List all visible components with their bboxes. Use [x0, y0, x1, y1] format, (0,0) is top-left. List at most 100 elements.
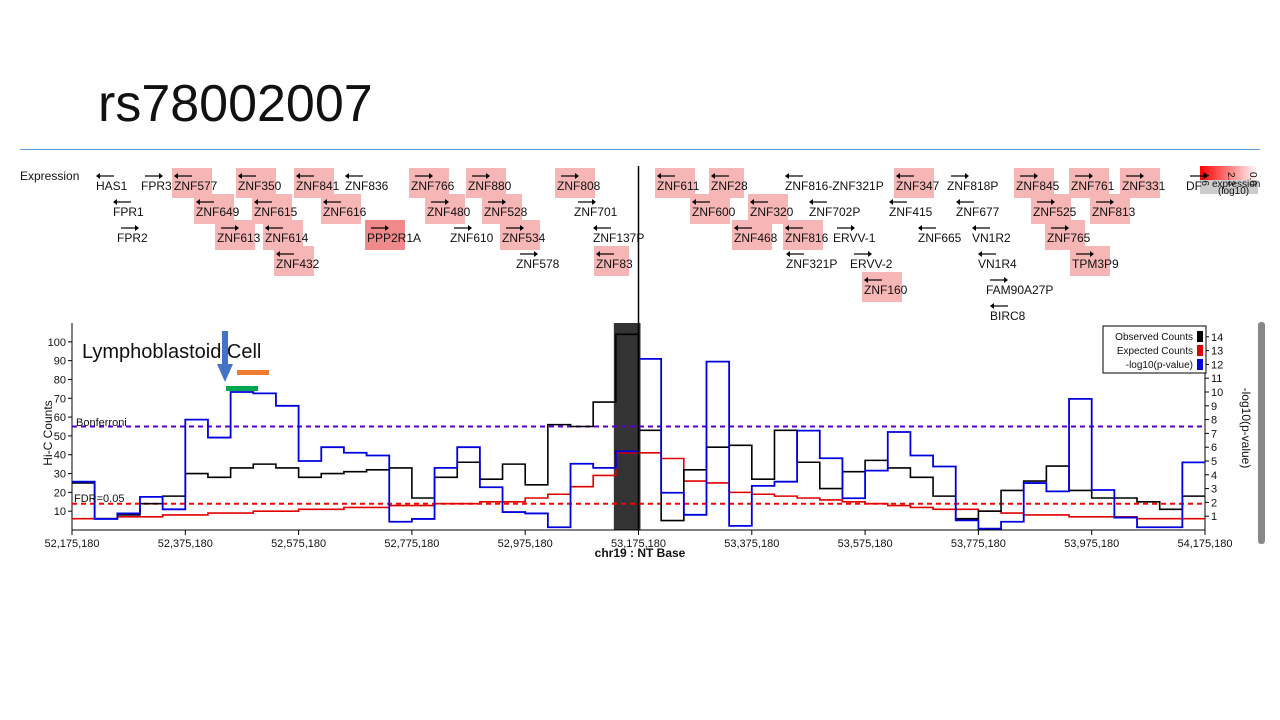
gene-label: ZNF468	[734, 231, 778, 245]
expression-legend-high: 4.6	[1199, 172, 1210, 186]
gene-strand-icon	[1037, 199, 1055, 205]
orange-marker-bar	[237, 370, 269, 375]
legend-pvalue-swatch	[1197, 359, 1203, 370]
y-right-tick-label: 1	[1211, 511, 1217, 523]
gene-label: ZNF320	[750, 205, 794, 219]
gene-strand-icon	[415, 173, 433, 179]
gene-strand-icon	[896, 173, 914, 179]
gene-strand-icon	[1051, 225, 1069, 231]
gene-strand-icon	[990, 277, 1008, 283]
gene-strand-icon	[750, 199, 768, 205]
gene-highlight	[236, 168, 276, 198]
gene-label: ZNF578	[516, 257, 560, 271]
gene-label: ZNF28	[711, 179, 748, 193]
gene-strand-icon	[578, 199, 596, 205]
gene-label: ZNF818P	[947, 179, 998, 193]
gene-highlight	[321, 194, 361, 224]
gene-label: BIRC8	[990, 309, 1026, 323]
gene-label: ZNF528	[484, 205, 528, 219]
legend-observed: Observed Counts	[1115, 332, 1193, 343]
gene-strand-icon	[1020, 173, 1038, 179]
y-right-tick-label: 9	[1211, 401, 1217, 413]
gene-strand-icon	[323, 199, 341, 205]
gene-strand-icon	[520, 251, 538, 257]
gene-label: ZNF480	[427, 205, 471, 219]
gene-highlight	[194, 194, 234, 224]
gene-strand-icon	[657, 173, 675, 179]
gene-strand-icon	[978, 251, 996, 257]
y-right-tick-label: 7	[1211, 428, 1217, 440]
gene-strand-icon	[809, 199, 827, 205]
gene-label: ERVV-1	[833, 231, 876, 245]
gene-strand-icon	[692, 199, 710, 205]
y-left-tick-label: 10	[54, 506, 66, 518]
gene-strand-icon	[593, 225, 611, 231]
x-tick-label: 52,775,180	[384, 538, 439, 550]
gene-strand-icon	[785, 225, 803, 231]
gene-strand-icon	[889, 199, 907, 205]
gene-label: ZNF616	[323, 205, 367, 219]
gene-label: FPR3	[141, 179, 172, 193]
gene-label: VN1R4	[978, 257, 1017, 271]
gene-strand-icon	[113, 199, 131, 205]
gene-label: ZNF766	[411, 179, 455, 193]
gene-label: ZNF808	[557, 179, 601, 193]
gene-strand-icon	[472, 173, 490, 179]
gene-label: ERVV-2	[850, 257, 893, 271]
gene-strand-icon	[596, 251, 614, 257]
y-right-tick-label: 5	[1211, 456, 1217, 468]
y-left-tick-label: 90	[54, 356, 66, 368]
gene-strand-icon	[1075, 173, 1093, 179]
legend-expected: Expected Counts	[1117, 346, 1193, 357]
gene-label: ZNF577	[174, 179, 218, 193]
gene-label: FPR2	[117, 231, 148, 245]
gene-strand-icon	[196, 199, 214, 205]
gene-strand-icon	[371, 225, 389, 231]
y-left-tick-label: 70	[54, 393, 66, 405]
gene-highlight	[274, 246, 314, 276]
scrollbar-thumb[interactable]	[1258, 322, 1265, 544]
gene-highlight	[748, 194, 788, 224]
gene-label: ZNF347	[896, 179, 940, 193]
y-right-tick-label: 8	[1211, 415, 1217, 427]
gene-label: ZNF615	[254, 205, 298, 219]
x-tick-label: 54,175,180	[1177, 538, 1232, 550]
gene-strand-icon	[276, 251, 294, 257]
gene-strand-icon	[711, 173, 729, 179]
x-tick-label: 52,175,180	[44, 538, 99, 550]
gene-strand-icon	[506, 225, 524, 231]
legend-observed-swatch	[1197, 331, 1203, 342]
gene-strand-icon	[174, 173, 192, 179]
gene-label: ZNF816	[785, 231, 829, 245]
legend-pvalue: -log10(p-value)	[1126, 360, 1193, 371]
gene-strand-icon	[221, 225, 239, 231]
gene-label: VN1R2	[972, 231, 1011, 245]
expression-track-label: Expression	[20, 169, 79, 183]
y-left-tick-label: 60	[54, 412, 66, 424]
expression-legend-low: 0.0	[1247, 172, 1258, 186]
gene-strand-icon	[488, 199, 506, 205]
expression-legend-caption-1: expression	[1212, 179, 1260, 190]
bonferroni-label: Bonferroni	[76, 417, 127, 429]
gene-label: ZNF841	[296, 179, 340, 193]
y-left-tick-label: 30	[54, 469, 66, 481]
title-divider	[20, 149, 1260, 150]
y-right-tick-label: 10	[1211, 387, 1223, 399]
gene-label: ZNF415	[889, 205, 933, 219]
gene-strand-icon	[145, 173, 163, 179]
y-left-tick-label: 80	[54, 374, 66, 386]
y-right-tick-label: 12	[1211, 359, 1223, 371]
y-left-tick-label: 50	[54, 431, 66, 443]
gene-label: ZNF525	[1033, 205, 1077, 219]
gene-strand-icon	[864, 277, 882, 283]
x-tick-label: 53,375,180	[724, 538, 779, 550]
gene-highlight	[732, 220, 772, 250]
gene-strand-icon	[1096, 199, 1114, 205]
gene-label: ZNF321P	[786, 257, 837, 271]
gene-label: ZNF701	[574, 205, 618, 219]
x-tick-label: 53,575,180	[838, 538, 893, 550]
gene-strand-icon	[431, 199, 449, 205]
y-right-tick-label: 2	[1211, 497, 1217, 509]
y-right-tick-label: 3	[1211, 484, 1217, 496]
